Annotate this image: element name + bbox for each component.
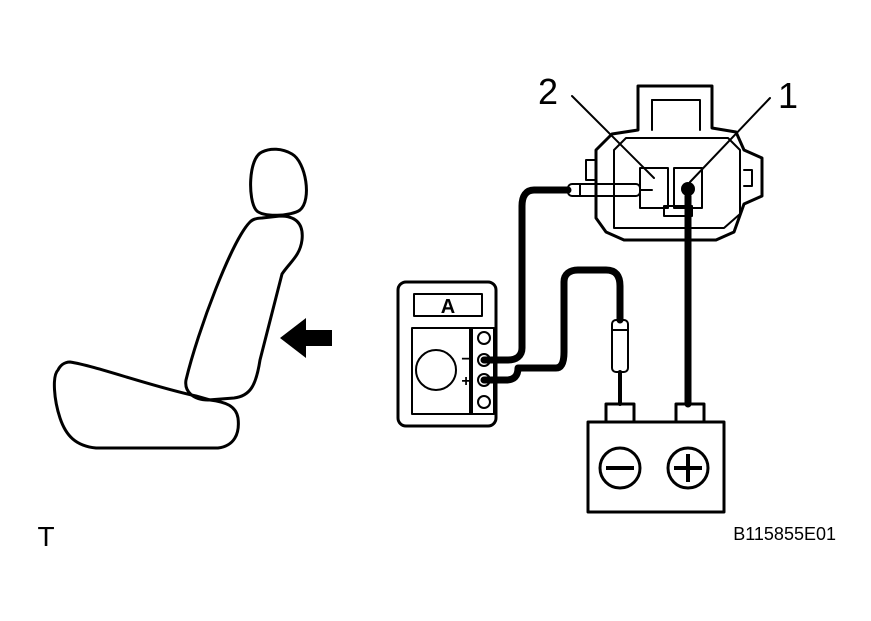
view-mark: T xyxy=(37,521,54,552)
callout-2-leader xyxy=(571,95,655,179)
battery-icon xyxy=(586,402,726,514)
ammeter-label: A xyxy=(441,296,455,318)
wire-plus-to-battery-negative xyxy=(480,266,624,384)
callout-1-leader xyxy=(689,97,771,183)
callout-1-label: 1 xyxy=(778,75,798,116)
meter-minus-label: − xyxy=(461,351,470,368)
seat-icon xyxy=(52,147,308,450)
wire-probe-to-minus xyxy=(480,186,572,364)
arrow-left-icon xyxy=(280,318,332,358)
negative-probe-icon xyxy=(611,319,629,406)
meter-plus-label: + xyxy=(461,373,470,390)
callout-2-label: 2 xyxy=(538,71,558,112)
probe-icon xyxy=(567,183,653,197)
figure-code: B115855E01 xyxy=(733,524,836,544)
ammeter-icon xyxy=(396,280,498,428)
connector-icon xyxy=(585,84,764,242)
